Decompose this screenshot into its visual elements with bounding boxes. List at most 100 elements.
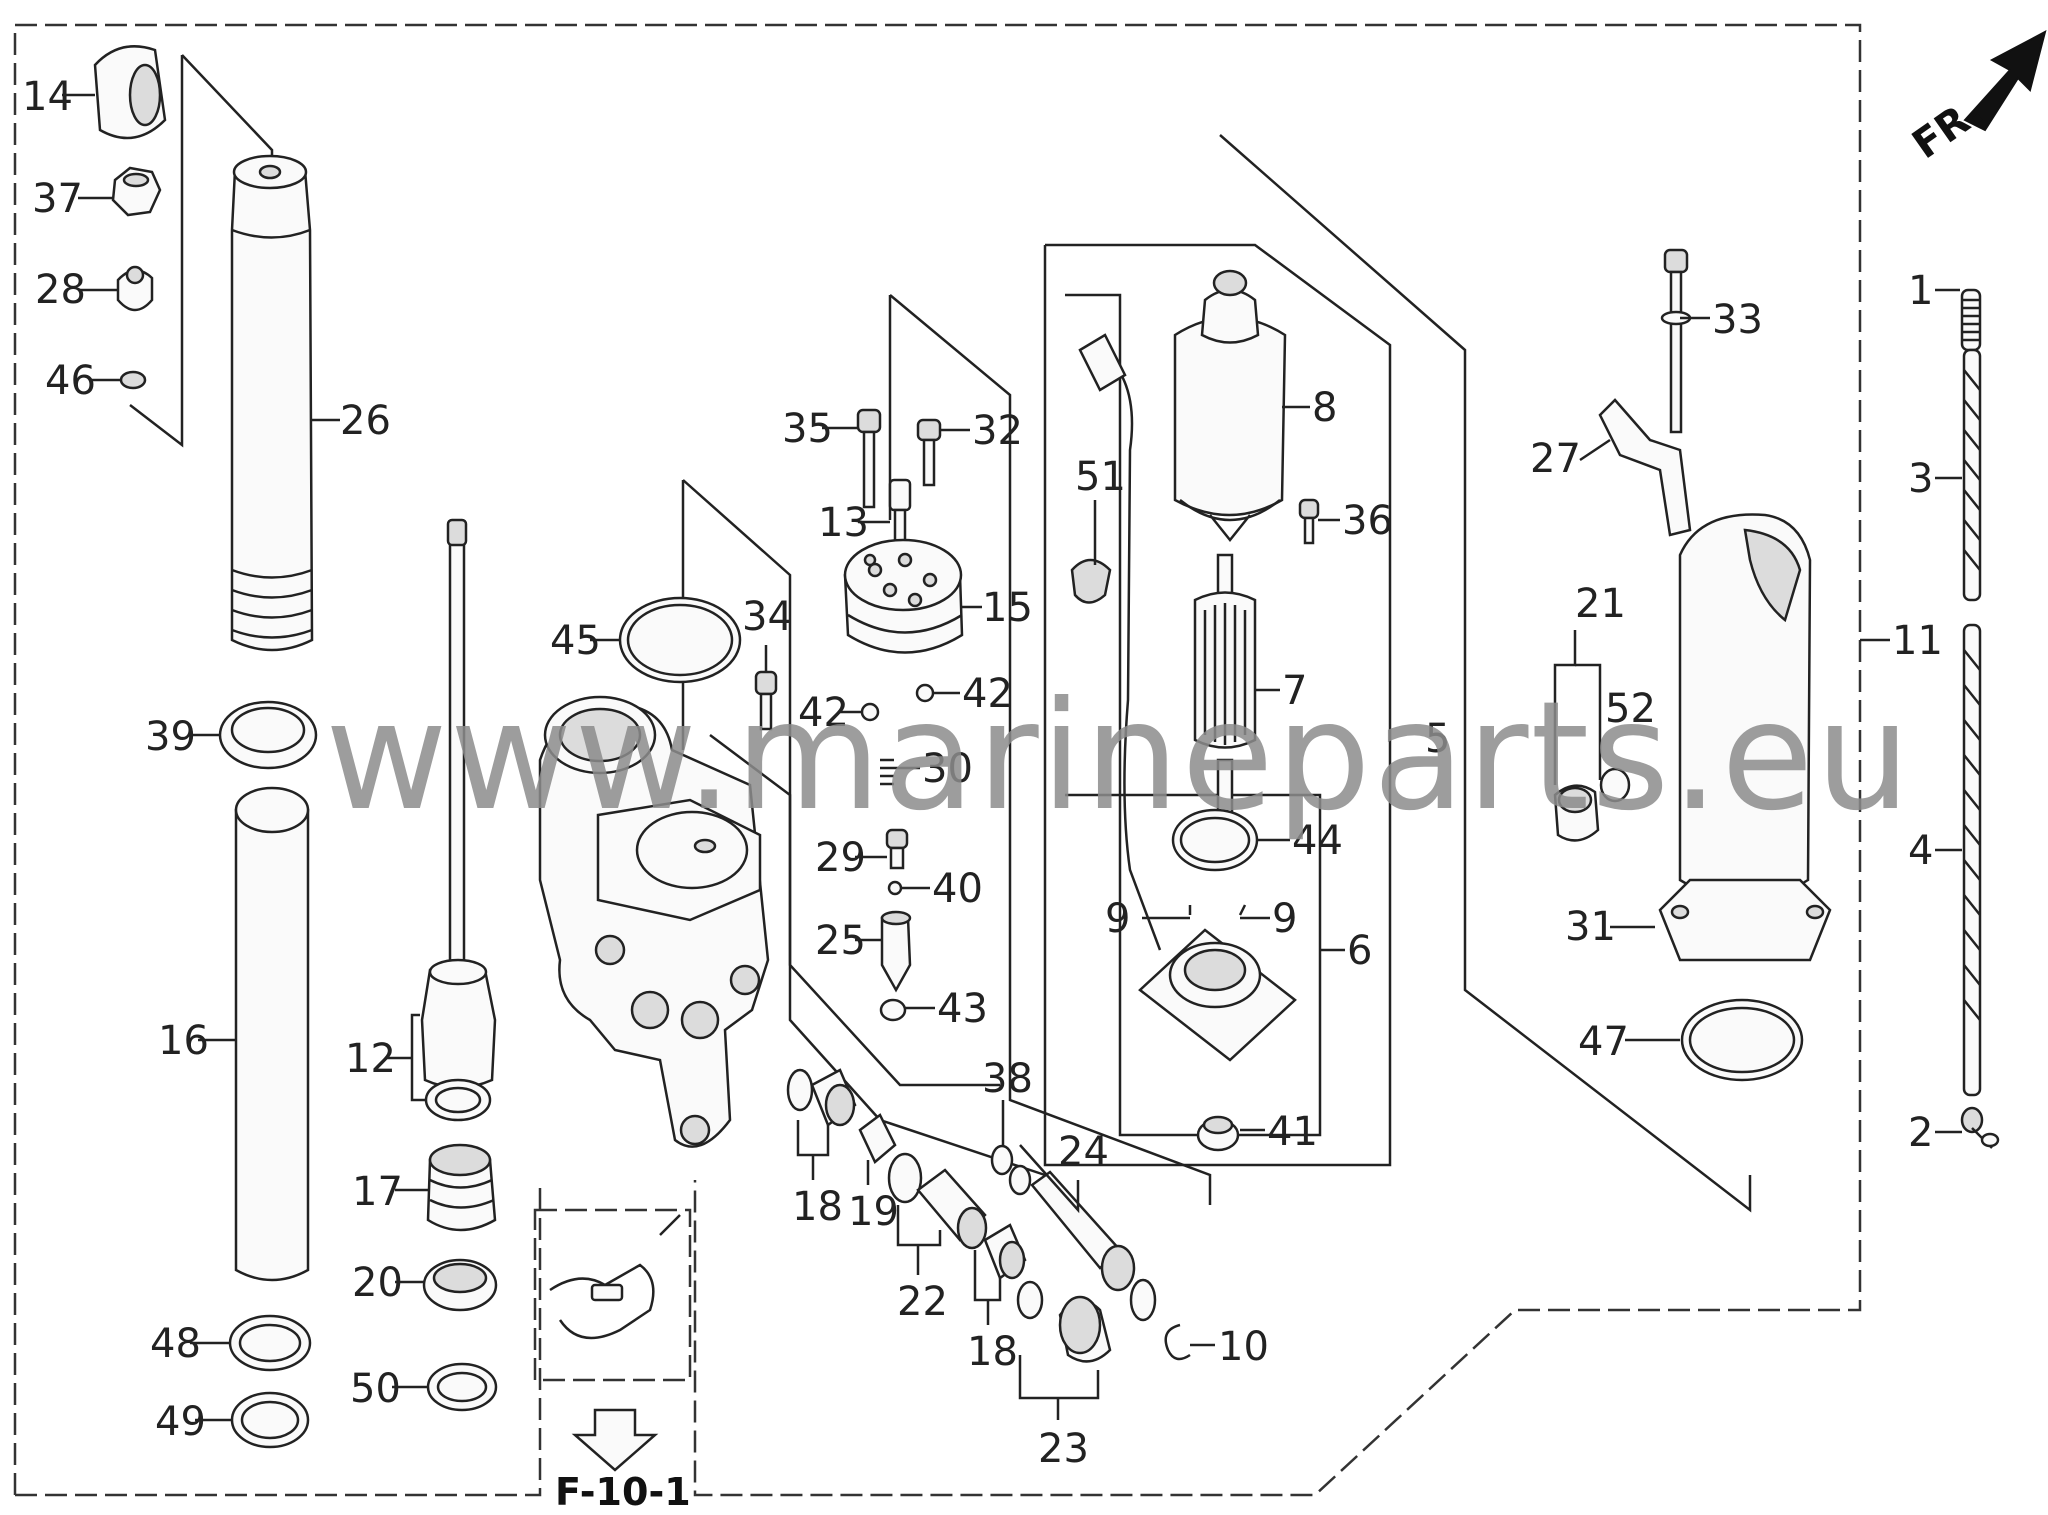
part-45-oring (618, 596, 742, 684)
part-14-cap (93, 45, 167, 140)
label-22: 22 (897, 1279, 948, 1325)
direction-label: FR. (1904, 88, 1991, 168)
part-38-ring (990, 1144, 1014, 1176)
reservoir-parts (1553, 248, 1832, 1082)
label-29: 29 (815, 835, 866, 881)
part-4-cable (1962, 623, 1982, 1097)
part-1-spring (1960, 288, 1982, 352)
label-8: 8 (1312, 385, 1337, 431)
part-18-plug-b (983, 1223, 1027, 1280)
label-3: 3 (1908, 456, 1933, 502)
label-35: 35 (782, 406, 833, 452)
part-37-nut (111, 166, 162, 217)
part-46-ring (119, 370, 147, 390)
part-12-piston-rod (420, 518, 497, 1089)
part-22-sleeve (916, 1168, 988, 1250)
label-13: 13 (818, 500, 869, 546)
label-48: 48 (150, 1321, 201, 1367)
part-25-valve (880, 910, 912, 993)
label-24: 24 (1058, 1129, 1109, 1175)
part-38-ring-b (1008, 1164, 1032, 1196)
part-20-ring (422, 1258, 498, 1312)
label-46: 46 (45, 358, 96, 404)
label-18b: 18 (967, 1329, 1018, 1375)
part-32-screw (916, 418, 942, 487)
spool-parts (786, 1068, 1191, 1363)
label-15: 15 (982, 585, 1033, 631)
watermark-text: www.marineparts.eu (325, 670, 1913, 844)
part-27-bracket (1598, 398, 1692, 537)
label-44: 44 (1292, 818, 1343, 864)
label-7: 7 (1282, 668, 1307, 714)
label-37: 37 (32, 176, 83, 222)
part-33-bolt (1660, 248, 1692, 434)
label-39: 39 (145, 714, 196, 760)
part-51-wire (1070, 333, 1162, 951)
part-40-ball (887, 880, 903, 896)
label-1: 1 (1908, 268, 1933, 314)
part-10-circlip (1164, 1323, 1191, 1361)
part-19-spool (858, 1113, 897, 1165)
part-48-ring (228, 1314, 312, 1372)
label-27: 27 (1530, 436, 1581, 482)
part-24-spool (1030, 1170, 1136, 1292)
label-5: 5 (1425, 716, 1450, 762)
label-17: 17 (352, 1169, 403, 1215)
label-30: 30 (922, 746, 973, 792)
part-35-screw (856, 408, 882, 509)
part-52-plug (1553, 767, 1631, 842)
label-14: 14 (22, 74, 73, 120)
part-50-ring (426, 1362, 498, 1412)
part-13-fitting (888, 478, 912, 547)
label-19: 19 (848, 1189, 899, 1235)
part-41-grommet (1196, 1115, 1240, 1152)
label-41: 41 (1267, 1109, 1318, 1155)
part-36-screw (1298, 498, 1320, 545)
label-31: 31 (1565, 904, 1616, 950)
part-16-tube (234, 786, 310, 1282)
label-10: 10 (1218, 1324, 1269, 1370)
label-33: 33 (1712, 297, 1763, 343)
motor-parts (1070, 269, 1320, 1152)
label-52: 52 (1605, 686, 1656, 732)
label-11: 11 (1892, 618, 1943, 664)
part-24-oring (1129, 1278, 1157, 1322)
label-9b: 9 (1272, 896, 1297, 942)
part-22-ring (887, 1152, 923, 1204)
label-42a: 42 (798, 690, 849, 736)
inset-section (533, 1208, 692, 1382)
label-38: 38 (982, 1056, 1033, 1102)
down-arrow (571, 1408, 659, 1472)
part-47-oring (1680, 998, 1804, 1082)
part-31-reservoir (1658, 513, 1832, 962)
label-18a: 18 (792, 1184, 843, 1230)
piston-rod-parts (420, 518, 498, 1412)
label-2: 2 (1908, 1110, 1933, 1156)
part-18-oring-b (1016, 1280, 1044, 1320)
part-49-ring (230, 1391, 310, 1449)
part-30-spring (880, 758, 894, 786)
label-49: 49 (155, 1399, 206, 1445)
label-50: 50 (350, 1366, 401, 1412)
label-16: 16 (158, 1018, 209, 1064)
leader-lines (62, 93, 1962, 1422)
label-40: 40 (932, 866, 983, 912)
part-18-plug-a (810, 1068, 857, 1127)
label-9a: 9 (1105, 896, 1130, 942)
label-28: 28 (35, 267, 86, 313)
part-2-clamp (1960, 1106, 2000, 1149)
part-7-armature (1193, 553, 1257, 822)
label-51: 51 (1075, 454, 1126, 500)
front-direction-arrow-icon: FR. (1904, 30, 2047, 168)
label-36: 36 (1342, 498, 1393, 544)
part-26-cylinder (230, 154, 314, 652)
label-12: 12 (345, 1036, 396, 1082)
pump-parts (843, 408, 964, 1022)
label-45: 45 (550, 618, 601, 664)
label-26: 26 (340, 398, 391, 444)
part-3-cable (1962, 348, 1982, 602)
part-8-motor-housing (1173, 269, 1287, 543)
part-12-ring (424, 1078, 492, 1122)
label-23: 23 (1038, 1426, 1089, 1472)
